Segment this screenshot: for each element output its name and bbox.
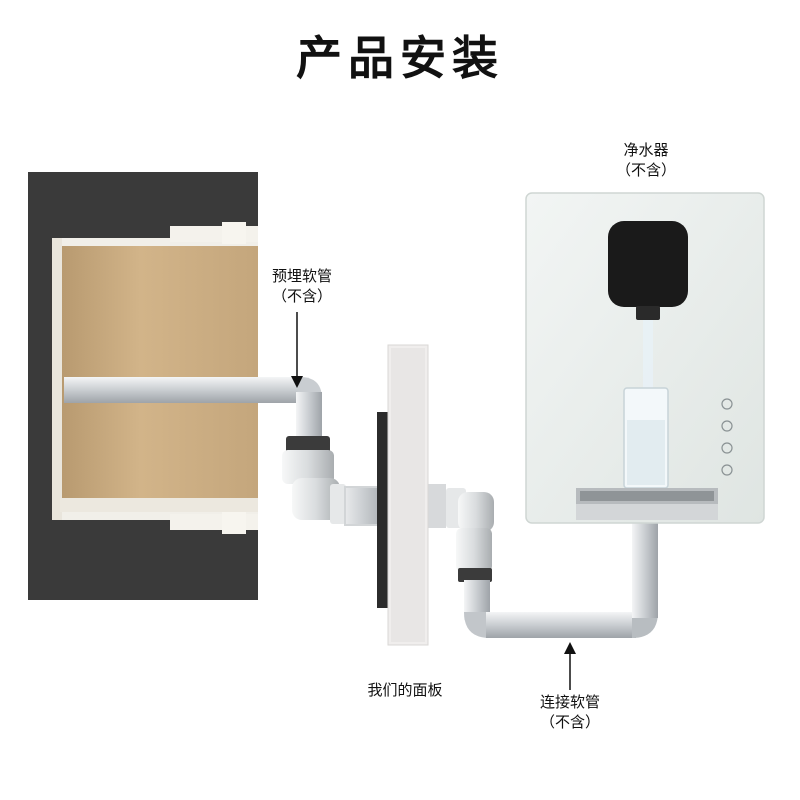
panel-label: 我们的面板 — [340, 680, 470, 700]
purifier-button — [721, 398, 733, 410]
purifier-label-note: （不含） — [615, 161, 676, 179]
left-elbow-fitting — [282, 436, 346, 524]
purifier-button — [721, 464, 733, 476]
purifier-label-name: 净水器 — [623, 141, 669, 159]
connect-hose-label-note: （不含） — [539, 713, 600, 731]
right-elbow-fitting — [446, 488, 494, 582]
page-title: 产品安装 — [296, 31, 504, 85]
purifier-label: 净水器 （不含） — [596, 140, 696, 180]
water-purifier — [525, 192, 765, 524]
embedded-hose-label-name: 预埋软管 — [271, 267, 332, 285]
connect-hose-label-name: 连接软管 — [539, 693, 600, 711]
panel-connector — [344, 484, 446, 528]
connect-hose-arrow — [564, 642, 576, 690]
purifier-button — [721, 420, 733, 432]
embedded-hose-label: 预埋软管 （不含） — [252, 266, 352, 306]
purifier-screen — [608, 221, 688, 307]
purifier-button — [721, 442, 733, 454]
our-panel — [377, 344, 429, 646]
connecting-pipe — [464, 518, 658, 638]
embedded-hose-label-note: （不含） — [271, 287, 332, 305]
connect-hose-label: 连接软管 （不含） — [518, 692, 622, 732]
embedded-hose-arrow — [291, 312, 303, 388]
panel-label-name: 我们的面板 — [367, 681, 443, 699]
